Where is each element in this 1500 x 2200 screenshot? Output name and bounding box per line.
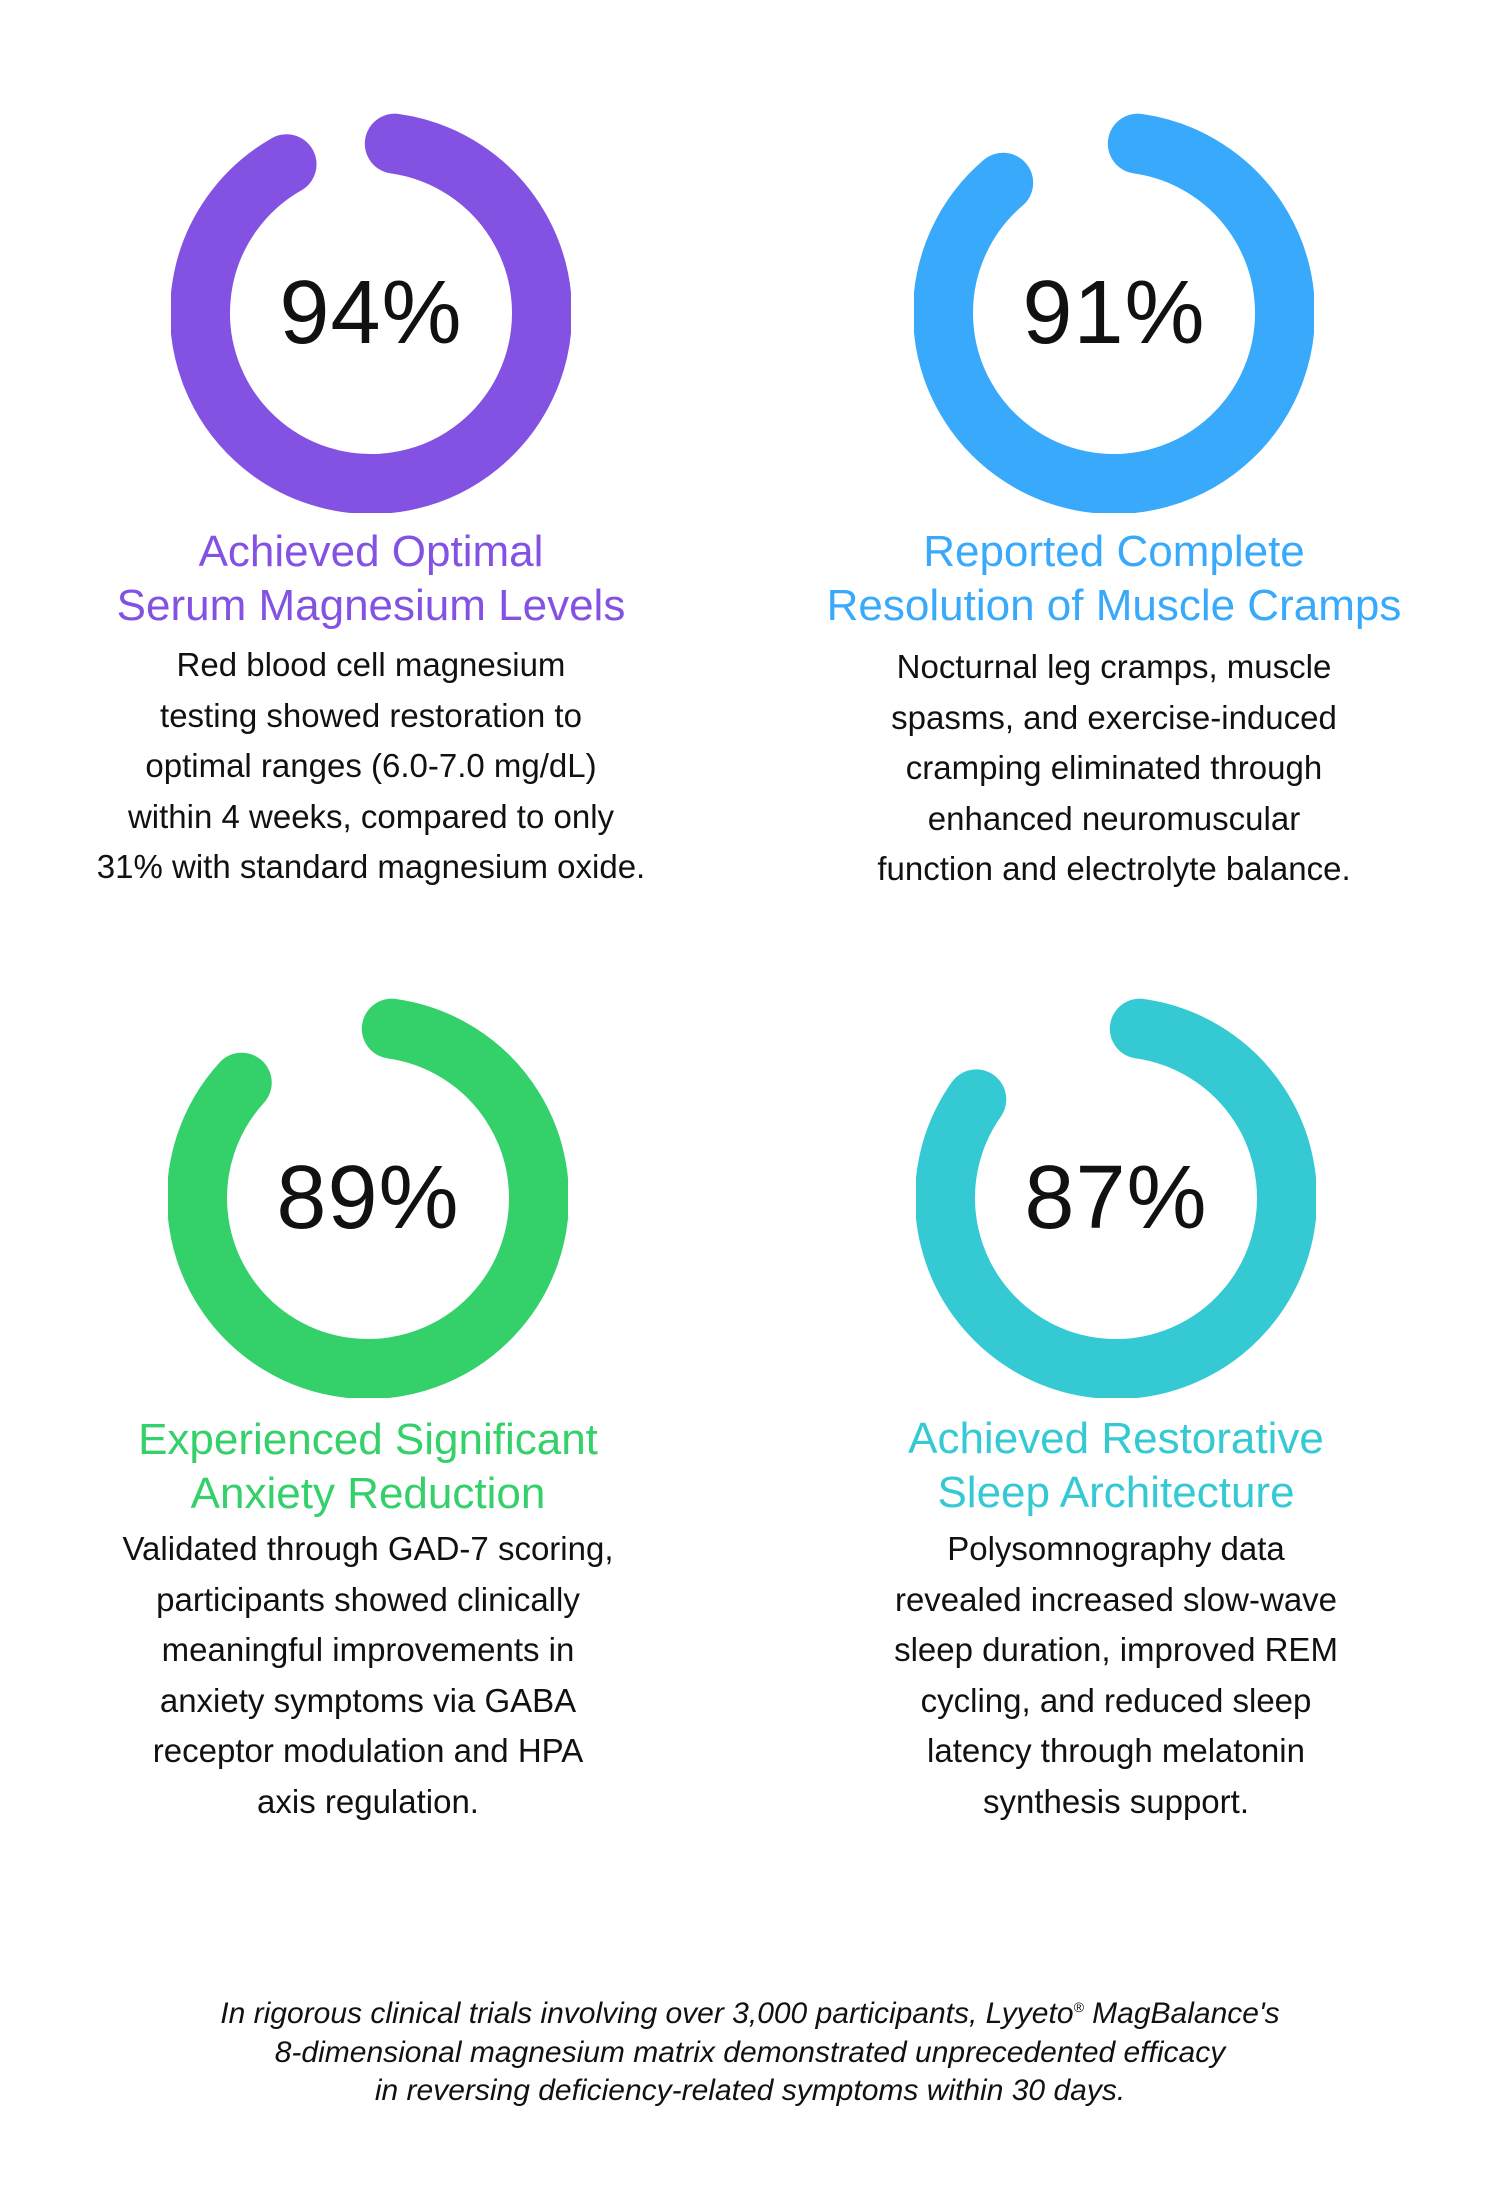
footer-summary: In rigorous clinical trials involving ov… (0, 1988, 1500, 2111)
stat-title-line: Experienced Significant (138, 1415, 598, 1464)
stat-title-line: Resolution of Muscle Cramps (826, 581, 1402, 630)
stat-description-line: axis regulation. (257, 1782, 479, 1820)
stat-description-line: Validated through GAD-7 scoring, (122, 1530, 614, 1567)
stat-description-line: Polysomnography data (947, 1530, 1285, 1567)
percentage-value: 94% (279, 262, 463, 363)
stat-description-line: spasms, and exercise-induced (891, 698, 1337, 736)
stat-description-line: synthesis support. (983, 1782, 1249, 1820)
stat-description: Polysomnography data revealed increased s… (756, 1524, 1476, 1827)
footer-text: MagBalance's (1083, 1997, 1280, 2030)
stat-description-line: testing showed restoration to (160, 696, 582, 734)
stat-description-line: meaningful improvements in (161, 1631, 575, 1668)
stat-description-line: Red blood cell magnesium (176, 646, 566, 683)
stat-description-line: sleep duration, improved REM (894, 1631, 1338, 1668)
stat-description-line: cramping eliminated through (905, 749, 1323, 786)
stat-description-line: anxiety symptoms via GABA (159, 1681, 577, 1719)
footer-line: 8-dimensional magnesium matrix demonstra… (274, 2035, 1226, 2069)
progress-ring: 89% (168, 998, 568, 1398)
footer-line: In rigorous clinical trials involving ov… (0, 1988, 1500, 2034)
footer-line: in reversing deficiency-related symptoms… (374, 2074, 1126, 2107)
stat-description-line: participants showed clinically (156, 1580, 580, 1618)
stat-description-line: enhanced neuromuscular (927, 799, 1301, 837)
stat-title-line: Achieved Restorative (908, 1414, 1324, 1463)
stat-description-line: function and electrolyte balance. (877, 850, 1351, 887)
stat-description-line: cycling, and reduced sleep (920, 1681, 1312, 1719)
footer-text: In rigorous clinical trials involving ov… (220, 1997, 1074, 2030)
progress-arc (171, 113, 571, 513)
progress-arc (168, 998, 568, 1398)
stat-title-line: Sleep Architecture (937, 1468, 1295, 1517)
stat-title-line: Serum Magnesium Levels (116, 581, 626, 630)
stat-description-line: Nocturnal leg cramps, muscle (896, 648, 1332, 685)
stat-description: Nocturnal leg cramps, muscle spasms, and … (754, 642, 1474, 895)
stat-title-line: Reported Complete (923, 527, 1305, 576)
percentage-value: 87% (1024, 1147, 1208, 1248)
registered-mark: ® (1073, 1999, 1084, 2015)
stat-description-line: latency through melatonin (927, 1732, 1305, 1769)
stat-description: Validated through GAD-7 scoring, particip… (8, 1524, 728, 1827)
stat-description-line: within 4 weeks, compared to only (127, 797, 615, 835)
progress-ring: 91% (914, 113, 1314, 513)
stat-description: Red blood cell magnesium testing showed r… (11, 640, 731, 893)
progress-ring: 87% (916, 998, 1316, 1398)
progress-arc (914, 113, 1314, 513)
progress-arc (916, 998, 1316, 1398)
stat-description-line: 31% with standard magnesium oxide. (96, 848, 646, 885)
stat-title-line: Achieved Optimal (198, 527, 544, 576)
percentage-value: 91% (1022, 262, 1206, 363)
stat-description-line: revealed increased slow-wave (894, 1580, 1338, 1618)
stat-description-line: optimal ranges (6.0-7.0 mg/dL) (145, 747, 597, 784)
stat-title-line: Anxiety Reduction (190, 1469, 546, 1518)
stat-description-line: receptor modulation and HPA (152, 1732, 584, 1769)
progress-ring: 94% (171, 113, 571, 513)
percentage-value: 89% (276, 1147, 460, 1248)
